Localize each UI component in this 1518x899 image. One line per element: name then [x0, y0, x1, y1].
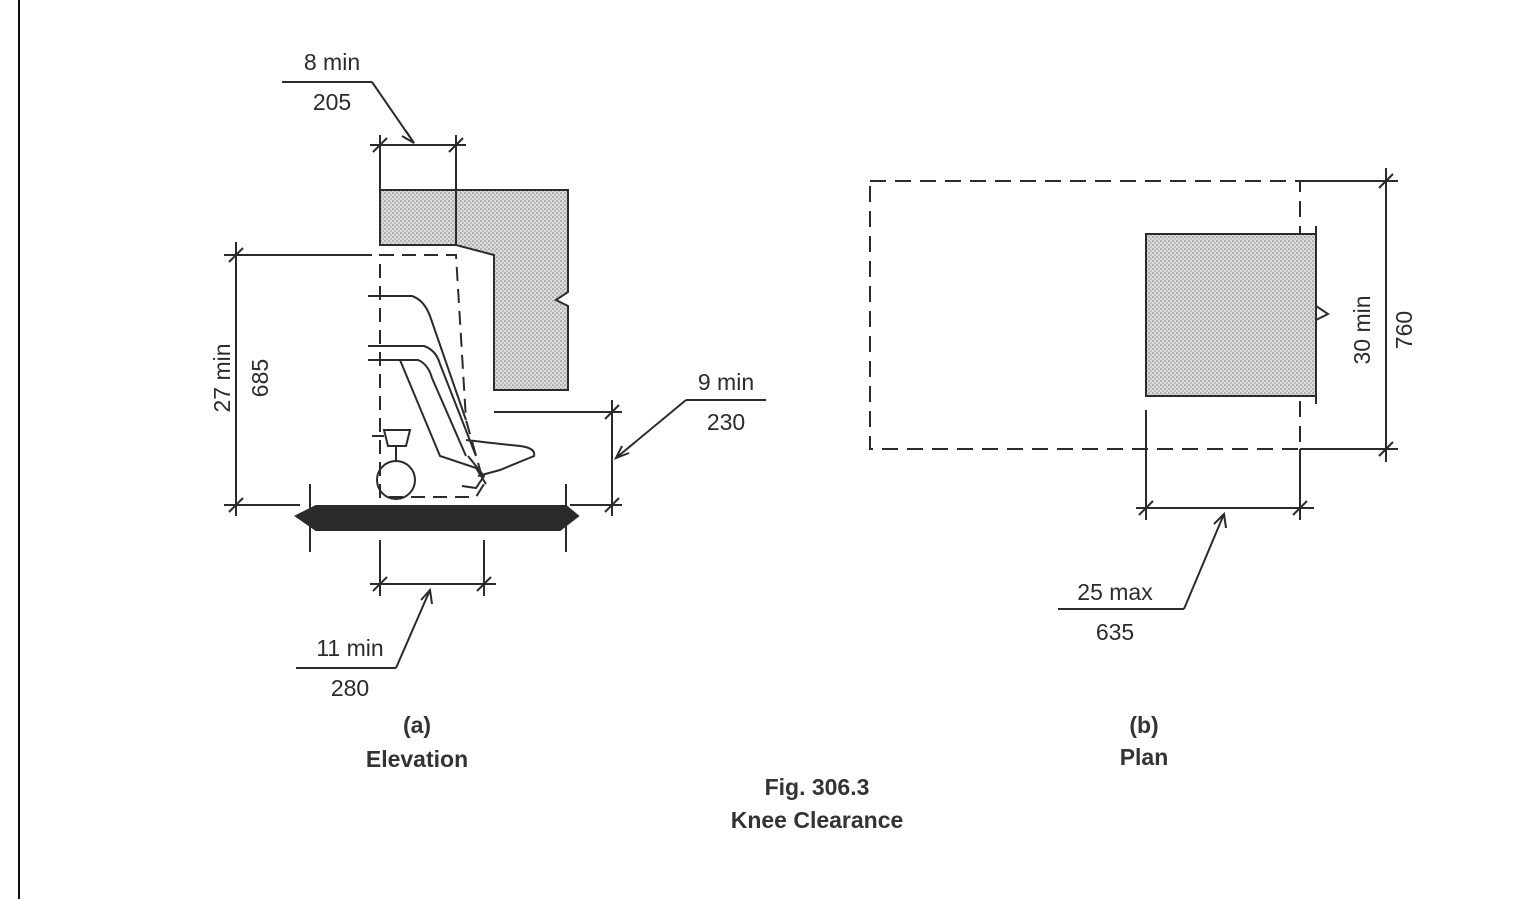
knee-depth-metric-label: 280 — [331, 675, 369, 701]
knee-height-metric-label: 685 — [247, 359, 273, 397]
toe-depth-imperial-label: 8 min — [304, 49, 360, 75]
wheelchair-user-figure — [368, 295, 536, 500]
elevation-view: 8 min 205 27 min 685 9 min 230 11 min 28… — [209, 49, 766, 772]
elevation-letter: (a) — [403, 712, 431, 738]
elevation-caption: Elevation — [366, 746, 468, 772]
depth-imperial-label: 25 max — [1077, 579, 1153, 605]
knee-depth-dimension — [296, 540, 496, 669]
toe-height-metric-label: 230 — [707, 409, 745, 435]
width-metric-label: 760 — [1391, 311, 1417, 349]
figure-title: Knee Clearance — [731, 807, 904, 833]
depth-metric-label: 635 — [1096, 619, 1134, 645]
floor — [294, 484, 580, 552]
width-dimension — [1300, 168, 1398, 462]
knee-height-dimension — [224, 242, 372, 516]
knee-depth-imperial-label: 11 min — [316, 635, 383, 661]
width-imperial-label: 30 min — [1349, 295, 1375, 364]
knee-clearance-outline — [379, 254, 486, 498]
figure-number: Fig. 306.3 — [765, 774, 870, 800]
plan-caption: Plan — [1120, 744, 1169, 770]
depth-dimension — [1058, 410, 1314, 610]
page-left-border — [18, 0, 20, 899]
plan-view: 30 min 760 25 max 635 (b) Plan — [869, 168, 1417, 770]
toe-height-imperial-label: 9 min — [698, 369, 754, 395]
plan-letter: (b) — [1129, 712, 1158, 738]
toe-height-dimension — [494, 399, 766, 516]
knee-height-imperial-label: 27 min — [209, 343, 235, 412]
toe-depth-dimension — [282, 81, 466, 245]
toe-depth-metric-label: 205 — [313, 89, 351, 115]
counter-section — [379, 189, 569, 391]
knee-clearance-area — [1145, 233, 1317, 397]
